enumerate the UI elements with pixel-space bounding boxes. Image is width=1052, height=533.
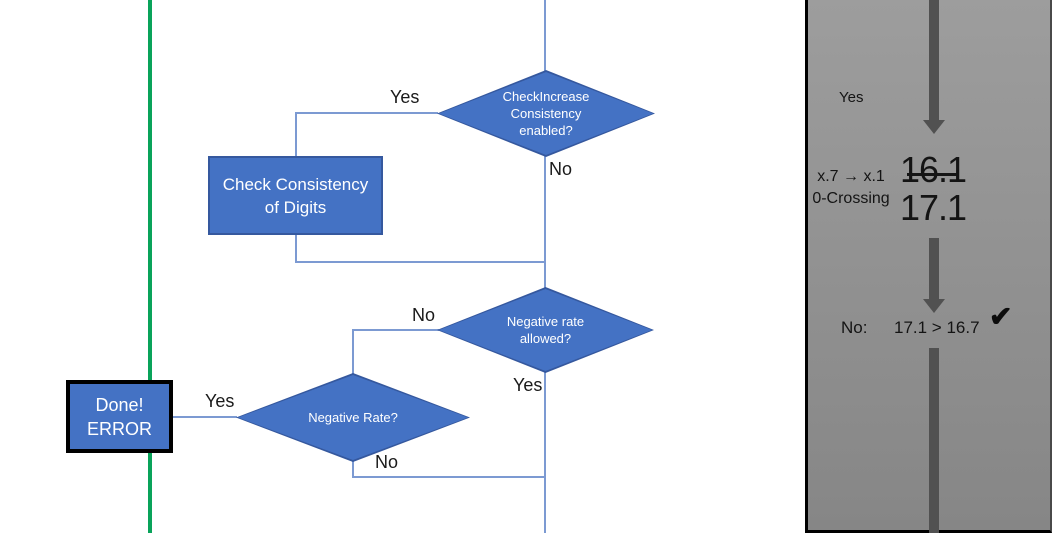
done-error-line1: Done! (95, 394, 144, 415)
comparison-no-label: No: (841, 318, 868, 337)
connector-rect-down (295, 235, 297, 263)
connector-yes-top-horizontal (295, 112, 438, 114)
zero-crossing-note: x.7 → x.1 0-Crossing (806, 166, 896, 210)
connector-main-vertical (544, 0, 546, 533)
decision-negative-allowed-fill: Negative rate allowed? (439, 289, 652, 371)
connector-no-mid-vertical (352, 329, 354, 374)
zero-crossing-line1: x.7 → x.1 (817, 168, 885, 185)
decision-check-increase-text: CheckIncrease Consistency enabled? (502, 89, 590, 138)
strikethrough-line (907, 173, 957, 176)
down-arrow-2-icon (923, 299, 945, 313)
old-value: 16.1 (900, 149, 967, 190)
decision-negative-rate-text: Negative Rate? (308, 410, 398, 425)
decision-negative-rate: Negative Rate? (236, 373, 470, 462)
panel-yes-label: Yes (839, 89, 864, 106)
process-check-consistency-text: Check Consistency of Digits (222, 174, 369, 217)
decision-check-increase-fill: CheckIncrease Consistency enabled? (439, 72, 653, 155)
zero-crossing-line2: 0-Crossing (812, 190, 890, 207)
decision-negative-allowed: Negative rate allowed? (437, 287, 654, 373)
down-arrow-1-shaft (929, 0, 939, 121)
connector-yes-top-vertical (295, 112, 297, 157)
branch-label-no-top: No (549, 159, 573, 179)
green-divider-line (148, 0, 152, 533)
checkmark-icon: ✔ (989, 301, 1013, 332)
done-error-line2: ERROR (86, 418, 152, 439)
branch-label-yes-top: Yes (390, 87, 420, 107)
decision-negative-rate-fill: Negative Rate? (238, 375, 468, 460)
down-arrow-3-shaft (929, 348, 939, 533)
connector-done-box (173, 416, 237, 418)
comparison-result: 17.1 > 16.7 (894, 318, 980, 337)
connector-no-bottom-vertical (352, 461, 354, 478)
connector-no-bottom-horizontal (352, 476, 546, 478)
connector-no-mid-horizontal (352, 329, 439, 331)
terminator-done-error: Done! ERROR (66, 380, 173, 453)
down-arrow-2-shaft (929, 238, 939, 300)
branch-label-no-mid: No (412, 305, 436, 325)
branch-label-yes-done: Yes (205, 391, 235, 411)
decision-negative-allowed-text: Negative rate allowed? (506, 314, 585, 346)
new-value: 17.1 (900, 187, 967, 228)
down-arrow-1-icon (923, 120, 945, 134)
branch-label-yes-mid: Yes (513, 375, 543, 395)
connector-rect-rejoin (295, 261, 546, 263)
process-check-consistency: Check Consistency of Digits (208, 156, 383, 235)
decision-check-increase: CheckIncrease Consistency enabled? (437, 70, 655, 157)
branch-label-no-bottom: No (375, 452, 399, 472)
side-panel: Yes x.7 → x.1 0-Crossing 16.1 17.1 No: 1… (805, 0, 1052, 533)
